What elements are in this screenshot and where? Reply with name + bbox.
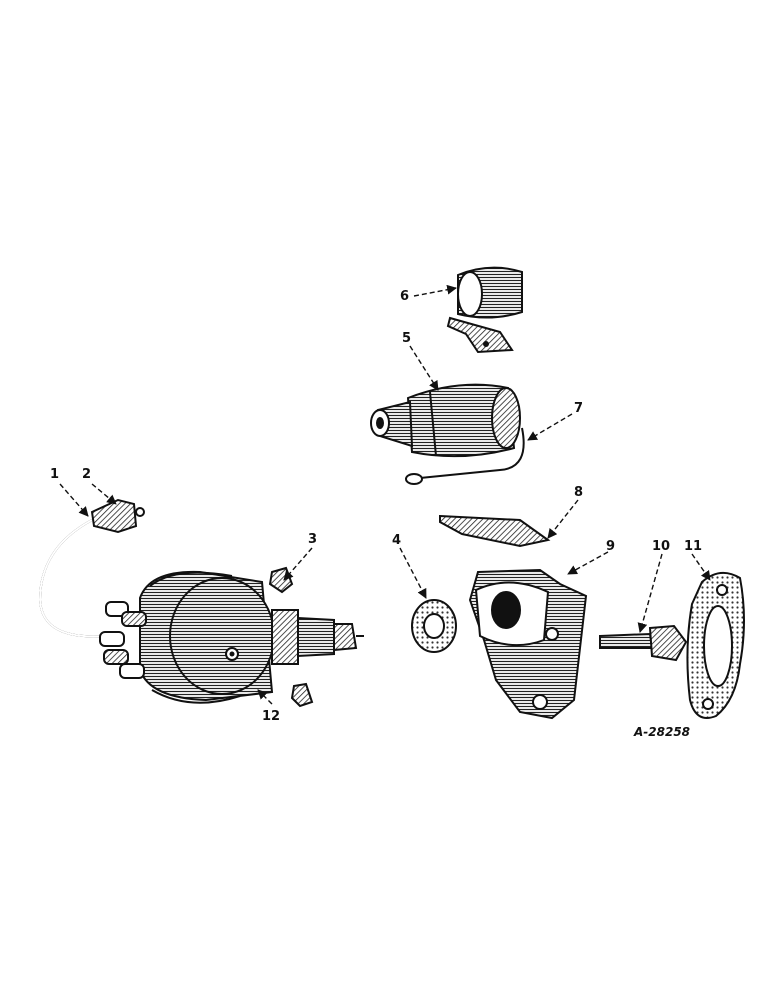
callout-4: 4 [392,533,401,548]
leader-10 [637,553,663,633]
leader-11 [691,553,711,581]
leader-12 [257,689,273,705]
ignition-coil-part-5 [370,383,521,458]
adapter-housing-part-9 [468,568,588,720]
leader-2 [91,483,117,505]
leader-8 [547,499,579,539]
callout-9: 9 [606,539,615,554]
callout-1: 1 [50,467,59,482]
callout-7: 7 [574,401,583,416]
leader-5 [409,345,439,391]
callout-5: 5 [402,331,411,346]
washer-part-4 [411,599,457,653]
drive-shaft-part-10 [599,624,688,662]
cable-terminal-part-2 [90,498,145,534]
callout-10: 10 [652,539,670,554]
distributor-part-12 [99,570,364,704]
callout-12: 12 [262,709,280,724]
strap-part-8 [439,514,551,548]
leader-4 [399,547,427,599]
callout-2: 2 [82,467,91,482]
callout-6: 6 [400,289,409,304]
leader-7 [527,413,573,441]
callout-11: 11 [684,539,702,554]
leader-3 [283,547,313,581]
leader-6 [413,284,457,297]
callout-labels: 1 2 3 4 5 6 7 8 9 10 11 12 [50,289,702,724]
drawing-number: A-28258 [633,725,690,739]
leader-1 [59,483,89,517]
primary-cable-part-1 [38,519,105,638]
gasket-part-11 [686,571,745,719]
coil-clamp-part-6 [446,266,523,354]
coil-lead-part-7 [405,427,525,485]
leader-9 [567,551,609,575]
leader-lines [59,284,711,705]
callout-3: 3 [308,532,317,547]
callout-8: 8 [574,485,583,500]
